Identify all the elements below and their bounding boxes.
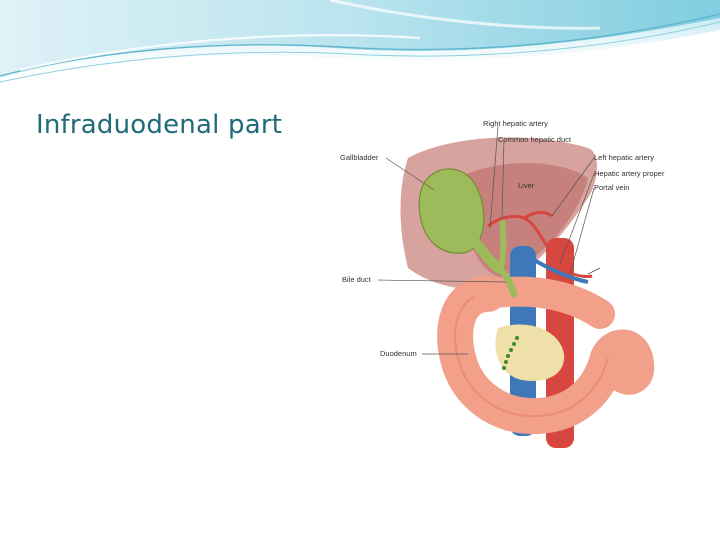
label-liver: Liver <box>518 181 535 190</box>
label-bile-duct: Bile duct <box>342 275 371 284</box>
slide-title: Infraduodenal part <box>36 110 283 140</box>
label-gallbladder: Gallbladder <box>340 153 379 162</box>
label-duodenum: Duodenum <box>380 349 417 358</box>
biliary-anatomy-illustration: Right hepatic artery Common hepatic duct… <box>338 118 684 450</box>
label-common-hepatic-duct: Common hepatic duct <box>498 135 571 144</box>
anatomy-drawing <box>377 125 655 448</box>
label-left-hepatic-artery: Left hepatic artery <box>594 153 655 162</box>
label-hepatic-artery-proper: Hepatic artery proper <box>594 169 665 178</box>
label-right-hepatic-artery: Right hepatic artery <box>483 119 549 128</box>
label-portal-vein: Portal vein <box>594 183 630 192</box>
header-wave-decoration <box>0 0 720 86</box>
